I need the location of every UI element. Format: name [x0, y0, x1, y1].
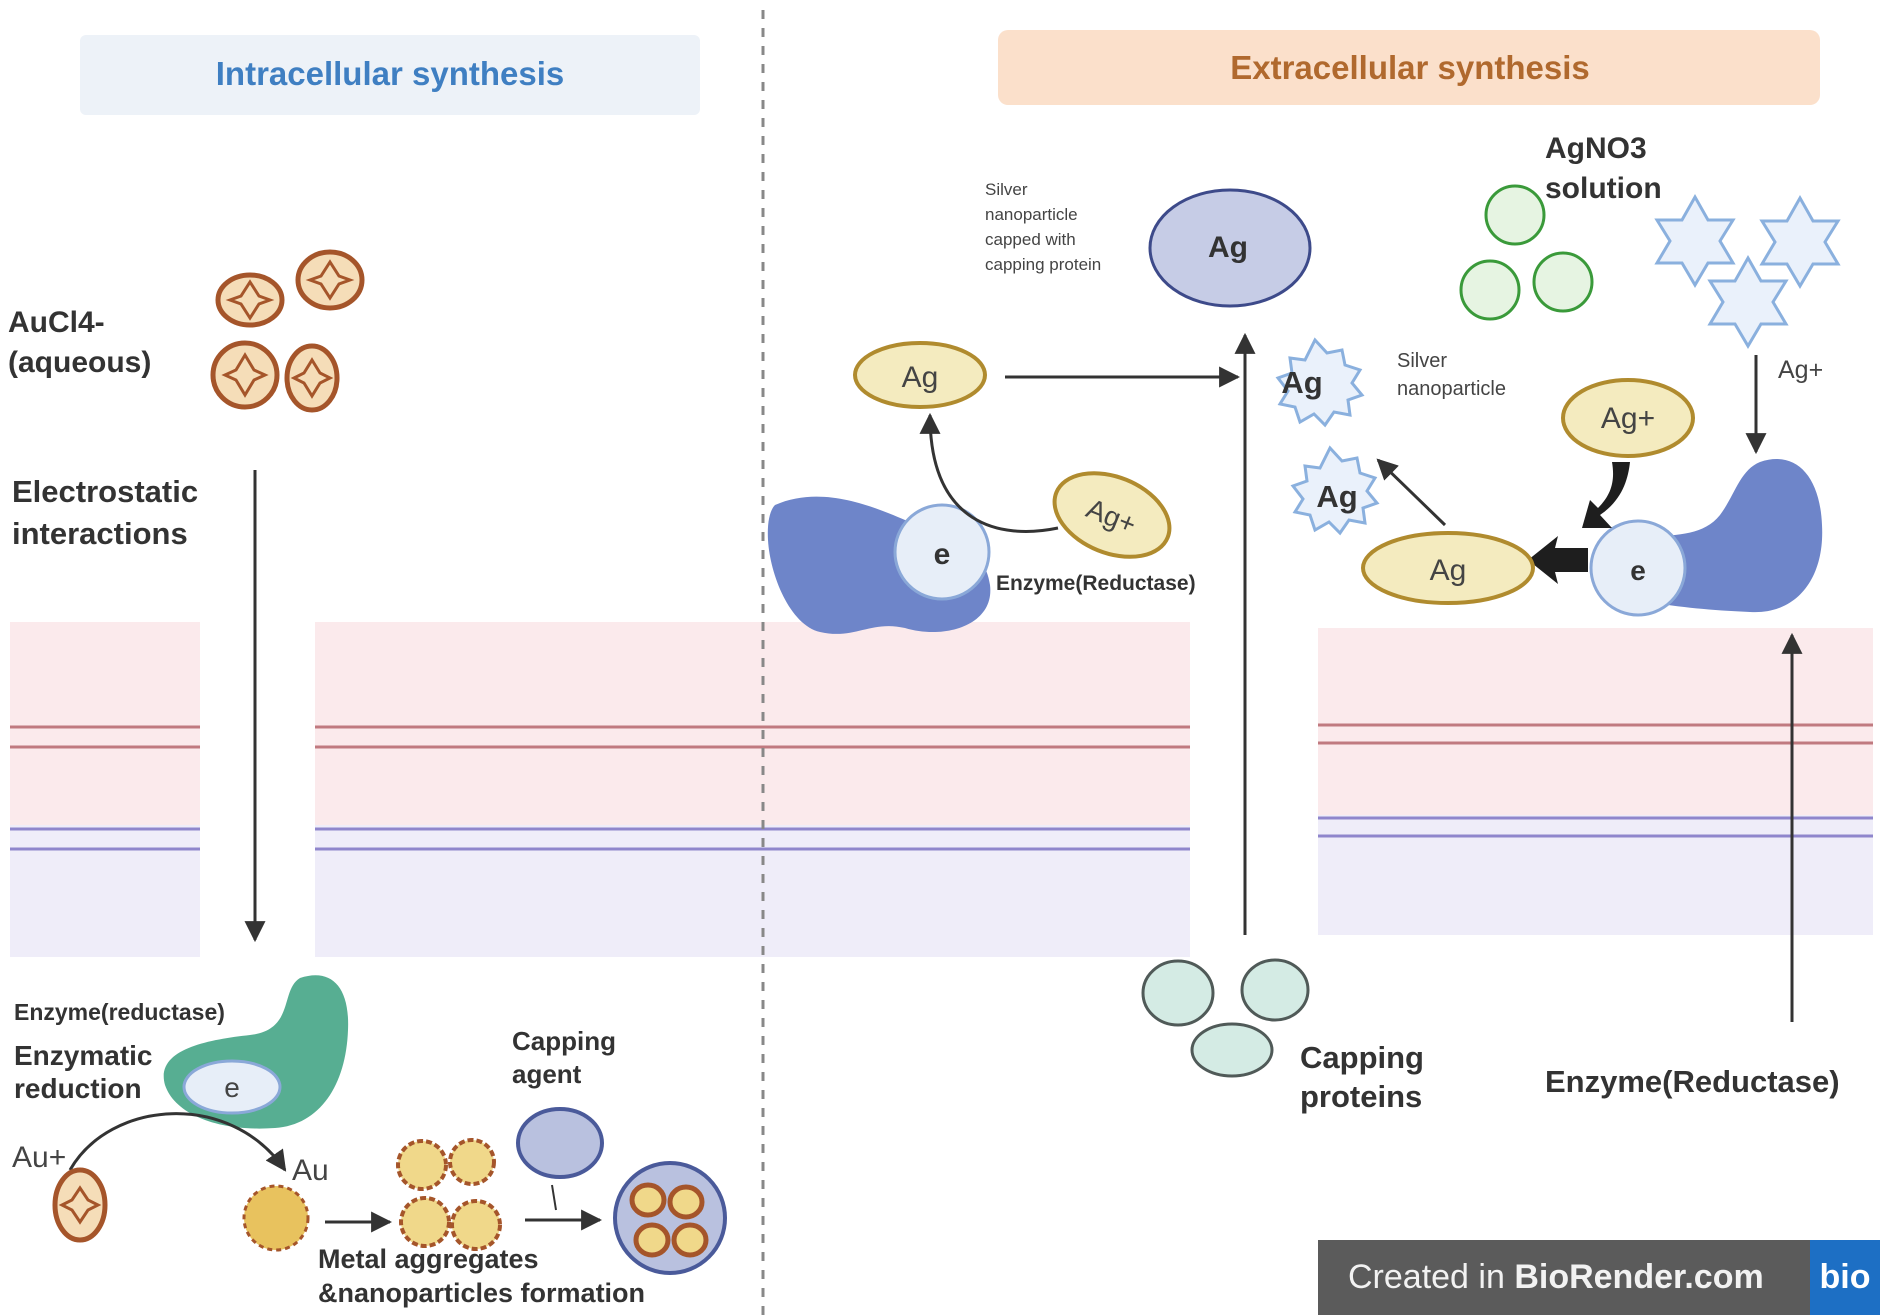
intracellular-electron-symbol: e — [224, 1072, 240, 1103]
right-ag-plus-ion — [1561, 378, 1695, 458]
extracellular-header-box — [998, 30, 1820, 105]
capped-silver-nanoparticle — [1148, 188, 1312, 308]
ag-to-np2-arrow — [1376, 458, 1447, 527]
right-ag-plus-symbol: Ag+ — [1601, 402, 1655, 435]
ag-plus-small-label: Ag+ — [1778, 356, 1823, 384]
capping-proteins-label-line2: proteins — [1300, 1079, 1422, 1114]
capped-np-label-line3: capped with — [985, 230, 1076, 249]
watermark-text: Created in BioRender.com — [1318, 1258, 1810, 1297]
enzyme-reductase-label: Enzyme(reductase) — [14, 999, 225, 1025]
capped-np-label-line4: capping protein — [985, 255, 1101, 274]
agno3-star-ions — [1654, 193, 1841, 349]
capping-connector — [551, 1184, 557, 1211]
extracellular-header: Extracellular synthesis — [1230, 49, 1590, 86]
electrostatic-label-line2: interactions — [12, 516, 188, 551]
capped-ag-symbol: Ag — [1208, 231, 1248, 264]
electrostatic-label-line1: Electrostatic — [12, 474, 198, 509]
capping-agent-label-line2: agent — [512, 1059, 582, 1089]
membrane-right-extracellular — [1318, 628, 1873, 935]
biorender-watermark: Created in BioRender.com bio — [1318, 1240, 1880, 1315]
left-ag-symbol: Ag — [902, 361, 939, 394]
membrane-left-intracellular — [10, 622, 200, 957]
capping-proteins-particles — [1141, 958, 1310, 1078]
enzyme-reductase-extracellular-label: Enzyme(Reductase) — [1545, 1064, 1840, 1099]
ion-particle — [215, 272, 285, 328]
aucl4-label-line2: (aqueous) — [8, 346, 151, 379]
membrane-center — [315, 622, 1190, 957]
silver-nanoparticle-2 — [1290, 445, 1380, 536]
watermark-brand: BioRender.com — [1514, 1258, 1764, 1296]
enzymatic-label-line1: Enzymatic — [14, 1040, 153, 1071]
au-ion-label: Au+ — [12, 1141, 66, 1174]
left-reduction-arrow — [919, 412, 1059, 533]
ion-particle — [284, 343, 340, 413]
biorender-logo: bio — [1810, 1240, 1880, 1315]
right-electron-arrow — [1528, 536, 1588, 584]
capping-proteins-label-line1: Capping — [1300, 1040, 1424, 1075]
right-ag-symbol: Ag — [1430, 554, 1467, 587]
agno3-label-line2: solution — [1545, 172, 1662, 205]
left-enzyme-electron — [893, 503, 991, 601]
capped-gold-nanoparticles — [613, 1161, 727, 1275]
agno3-label-line1: AgNO3 — [1545, 132, 1647, 165]
right-electron-symbol: e — [1630, 555, 1646, 586]
au-label: Au — [292, 1154, 329, 1187]
watermark-prefix: Created in — [1348, 1258, 1515, 1296]
intracellular-header-box — [80, 35, 700, 115]
left-electron-symbol: e — [934, 538, 951, 571]
np-ag-symbol-2: Ag — [1316, 479, 1357, 514]
left-enzyme-label: Enzyme(Reductase) — [996, 572, 1196, 595]
right-ag-particle — [1361, 531, 1535, 605]
capped-np-label-line1: Silver — [985, 180, 1028, 199]
formation-label-line2: &nanoparticles formation — [318, 1278, 645, 1308]
formation-label-line1: Metal aggregates — [318, 1244, 539, 1274]
capping-agent — [516, 1107, 604, 1179]
intracellular-header: Intracellular synthesis — [216, 55, 564, 92]
agno3-particles — [1459, 184, 1594, 321]
reduction-arrow — [68, 1112, 287, 1172]
capped-np-label-line2: nanoparticle — [985, 205, 1078, 224]
aucl4-ions — [210, 249, 365, 413]
metal-aggregates — [396, 1138, 502, 1251]
capping-agent-label-line1: Capping — [512, 1026, 616, 1056]
np-ag-symbol-1: Ag — [1281, 365, 1322, 400]
au-particle — [242, 1184, 310, 1252]
silver-nanoparticle-1 — [1275, 337, 1365, 428]
aucl4-label-line1: AuCl4- — [8, 306, 105, 339]
enzymatic-label-line2: reduction — [14, 1073, 142, 1104]
ion-particle — [210, 340, 280, 410]
silver-np-label-line2: nanoparticle — [1397, 378, 1506, 400]
left-ag-particle — [853, 341, 987, 409]
right-enzyme-electron — [1589, 519, 1687, 617]
left-ag-plus-ion — [1052, 471, 1172, 559]
intracellular-electron — [182, 1059, 282, 1115]
right-ag-plus-arrow — [1582, 462, 1630, 528]
silver-np-label-line1: Silver — [1397, 350, 1447, 372]
ion-particle — [295, 249, 365, 311]
au-ion-particle — [52, 1167, 108, 1243]
